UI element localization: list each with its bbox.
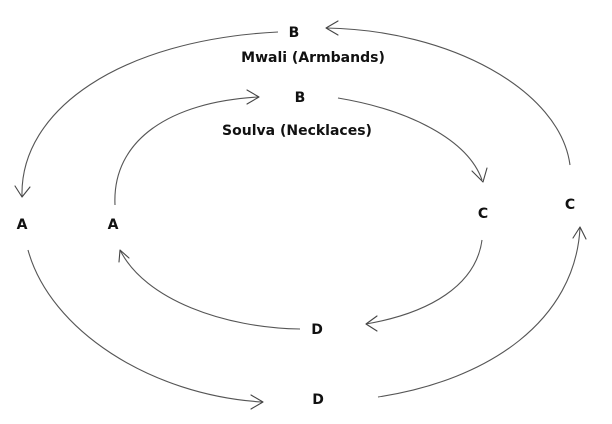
- inner-ring-title: Soulva (Necklaces): [222, 123, 372, 139]
- inner-arrowhead-d: [365, 315, 378, 332]
- outer-node-c: C: [565, 197, 575, 213]
- inner-arrow-c-to-d: [365, 239, 483, 325]
- inner-arrowhead-b: [246, 89, 260, 105]
- outer-ring-title: Mwali (Armbands): [241, 50, 385, 66]
- inner-node-c: C: [478, 206, 488, 222]
- outer-arrow-a-to-d: [27, 249, 263, 403]
- inner-node-d: D: [311, 322, 323, 338]
- outer-node-b: B: [289, 25, 300, 41]
- outer-node-d: D: [312, 392, 324, 408]
- outer-arrowhead-c: [572, 226, 587, 240]
- outer-arrow-c-to-b: [325, 27, 571, 166]
- outer-node-a: A: [17, 217, 28, 233]
- inner-arrowhead-a: [118, 249, 130, 263]
- inner-arrow-d-to-a: [119, 249, 301, 330]
- inner-arrow-b-to-c: [337, 97, 483, 181]
- inner-node-b: B: [295, 90, 306, 106]
- outer-arrowhead-d: [250, 394, 264, 410]
- inner-arrowhead-c: [471, 167, 488, 183]
- outer-arrow-d-to-c: [377, 227, 581, 398]
- inner-arrow-a-to-b: [114, 96, 259, 206]
- outer-arrow-b-to-a: [21, 31, 279, 197]
- inner-node-a: A: [108, 217, 119, 233]
- outer-arrowhead-a: [14, 185, 31, 198]
- outer-arrowhead-b: [325, 20, 339, 36]
